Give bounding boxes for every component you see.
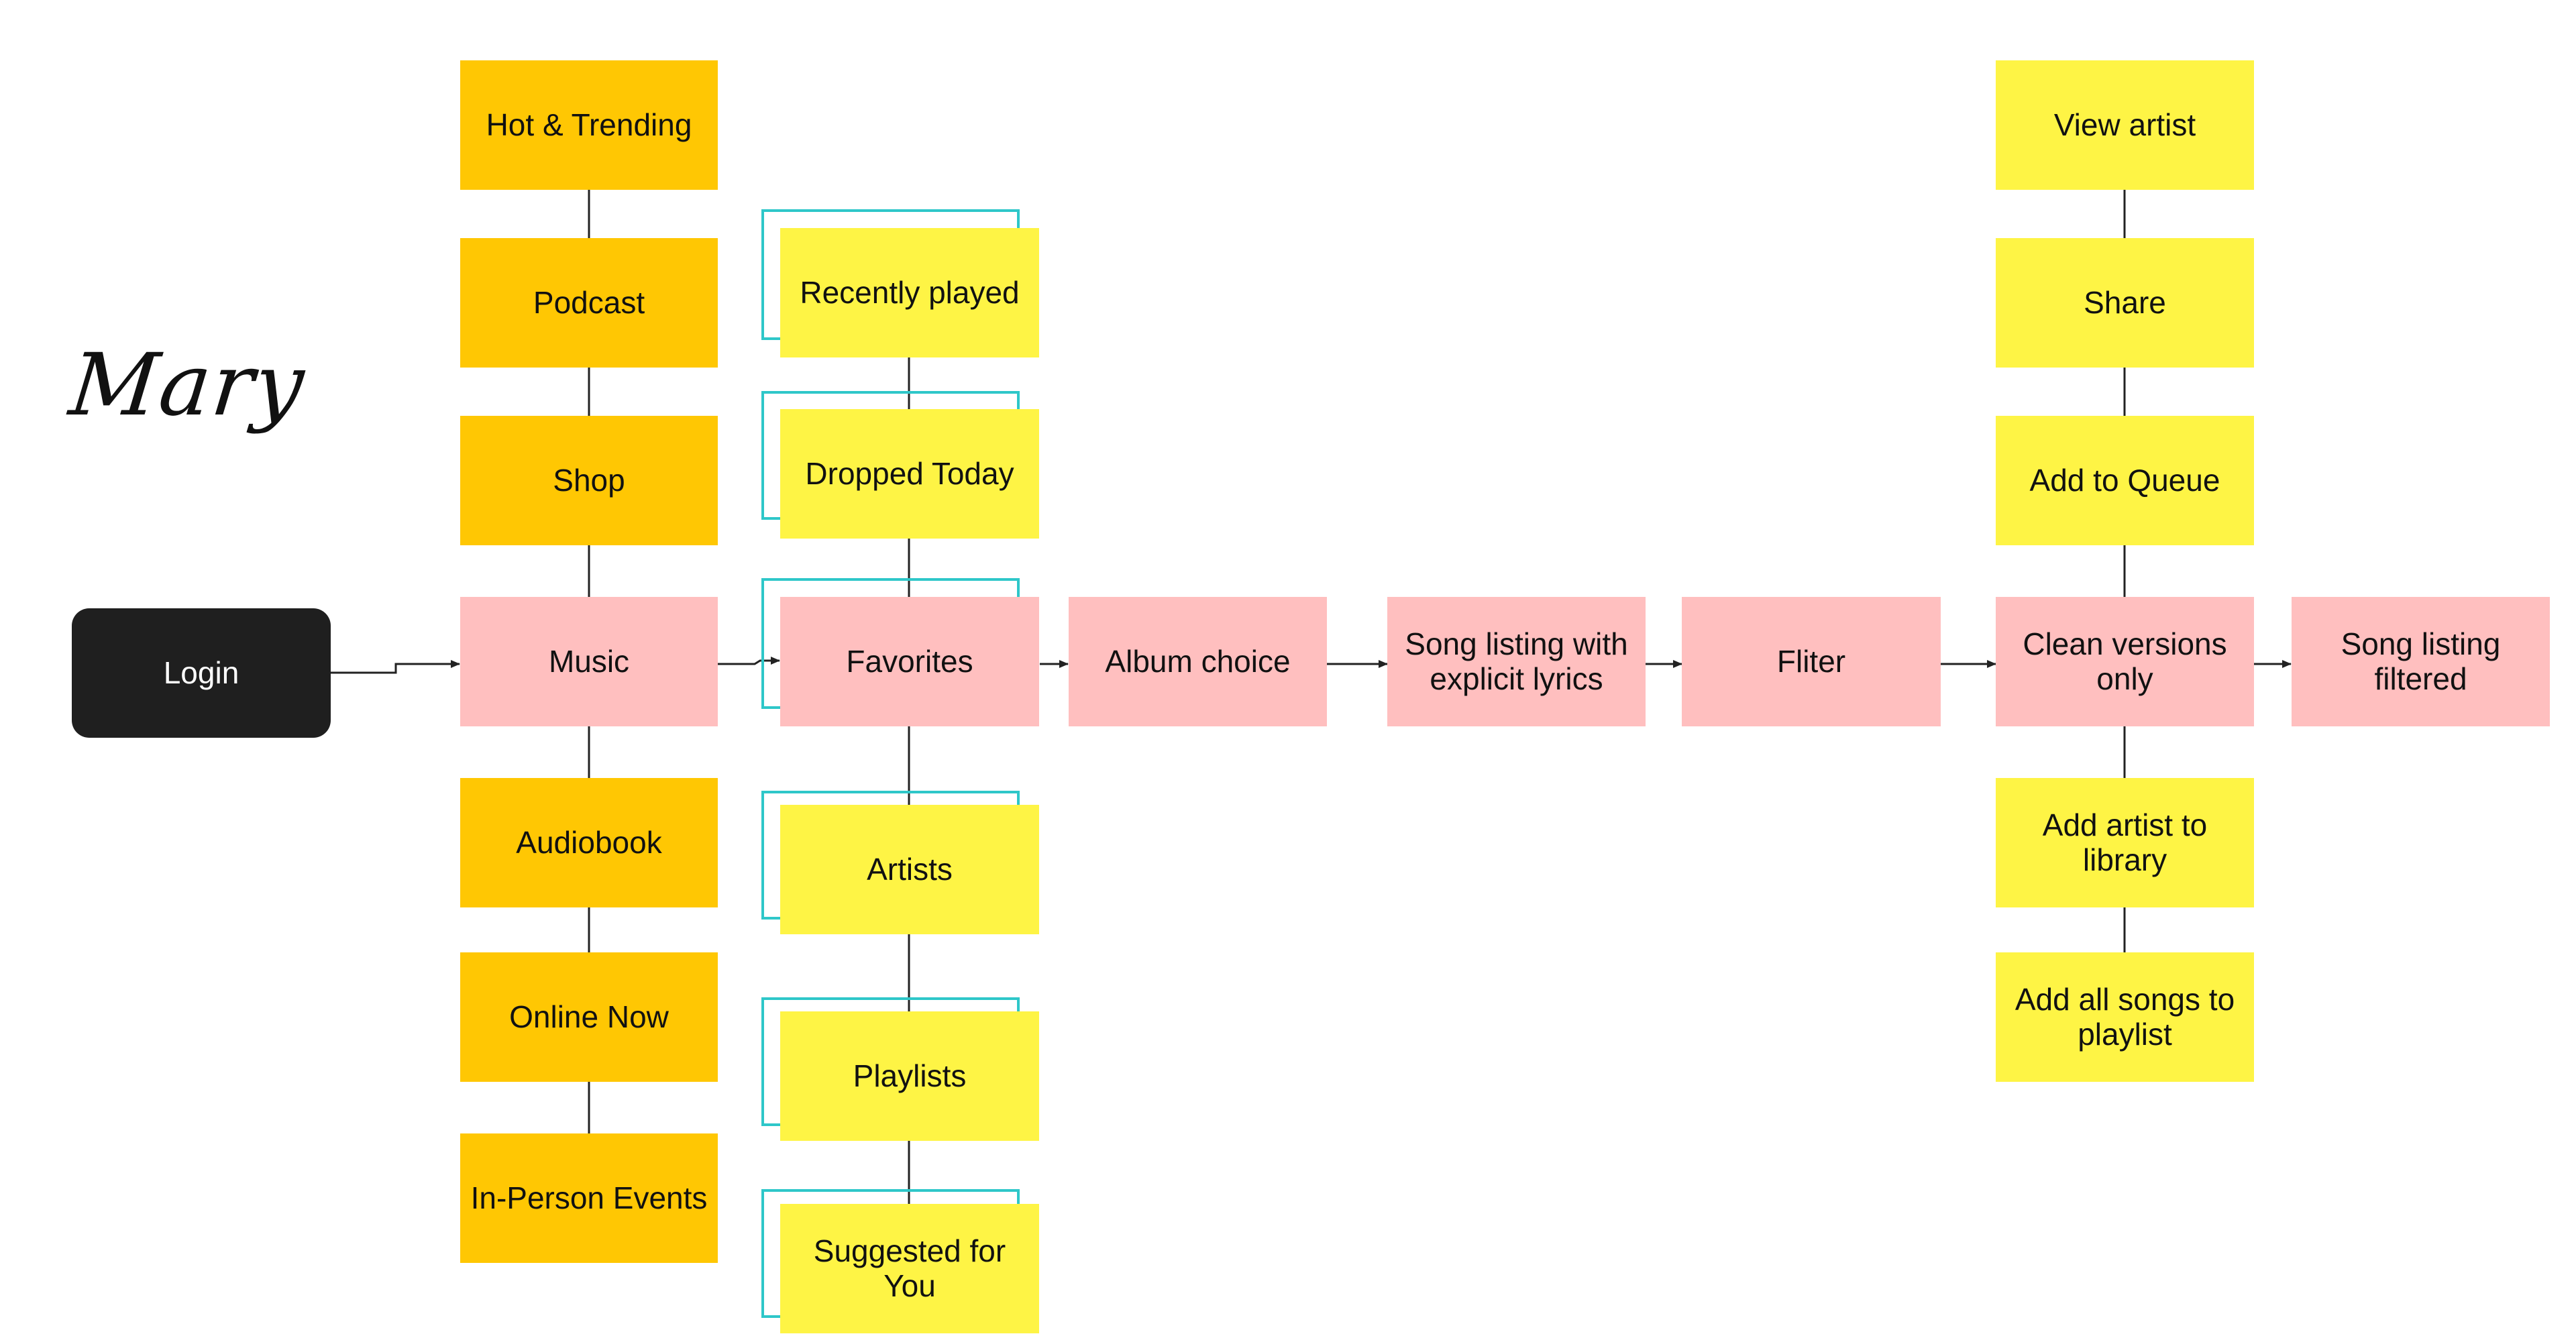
flow-clean-versions-only[interactable]: Clean versions only — [1996, 597, 2254, 726]
action-add-artist-to-library[interactable]: Add artist to library — [1996, 778, 2254, 907]
action-share[interactable]: Share — [1996, 238, 2254, 368]
section-favorites[interactable]: Favorites — [780, 597, 1039, 726]
section-frame-edge — [761, 997, 1020, 1017]
section-frame-edge — [761, 391, 1020, 411]
action-add-to-queue[interactable]: Add to Queue — [1996, 416, 2254, 545]
section-playlists[interactable]: Playlists — [780, 1011, 1039, 1141]
login-node[interactable]: Login — [72, 608, 331, 738]
section-dropped-today[interactable]: Dropped Today — [780, 409, 1039, 539]
action-add-all-songs-to-playlist[interactable]: Add all songs to playlist — [1996, 952, 2254, 1082]
flow-album-choice[interactable]: Album choice — [1069, 597, 1327, 726]
section-frame-edge — [761, 791, 1020, 811]
arrow-login-to-music — [331, 660, 460, 674]
action-view-artist[interactable]: View artist — [1996, 60, 2254, 190]
section-artists[interactable]: Artists — [780, 805, 1039, 934]
arrow-music-to-favorites — [718, 657, 780, 665]
category-hot-trending[interactable]: Hot & Trending — [460, 60, 718, 190]
section-frame — [761, 391, 1020, 520]
section-frame-edge — [761, 578, 788, 709]
category-music[interactable]: Music — [460, 597, 718, 726]
section-frame-edge — [761, 791, 788, 920]
section-frame-edge — [761, 209, 1020, 229]
category-online-now[interactable]: Online Now — [460, 952, 718, 1082]
section-frame-edge — [761, 1189, 1020, 1209]
section-recently-played[interactable]: Recently played — [780, 228, 1039, 357]
flow-song-listing-explicit[interactable]: Song listing with explicit lyrics — [1387, 597, 1646, 726]
section-frame-edge — [761, 1189, 788, 1318]
section-frame — [761, 997, 1020, 1126]
section-frame — [761, 578, 1020, 709]
flow-fliter[interactable]: Fliter — [1682, 597, 1941, 726]
category-shop[interactable]: Shop — [460, 416, 718, 545]
section-frame-edge — [761, 997, 788, 1126]
section-frame — [761, 791, 1020, 920]
section-frame-edge — [761, 391, 788, 520]
section-frame-edge — [761, 578, 1020, 598]
section-frame — [761, 1189, 1020, 1318]
category-podcast[interactable]: Podcast — [460, 238, 718, 368]
section-suggested-for-you[interactable]: Suggested for You — [780, 1204, 1039, 1333]
author-signature: Mary — [65, 335, 310, 435]
category-audiobook[interactable]: Audiobook — [460, 778, 718, 907]
section-frame — [761, 209, 1020, 340]
section-frame-edge — [761, 209, 788, 340]
flow-song-listing-filtered[interactable]: Song listing filtered — [2292, 597, 2550, 726]
category-in-person-events[interactable]: In-Person Events — [460, 1133, 718, 1263]
